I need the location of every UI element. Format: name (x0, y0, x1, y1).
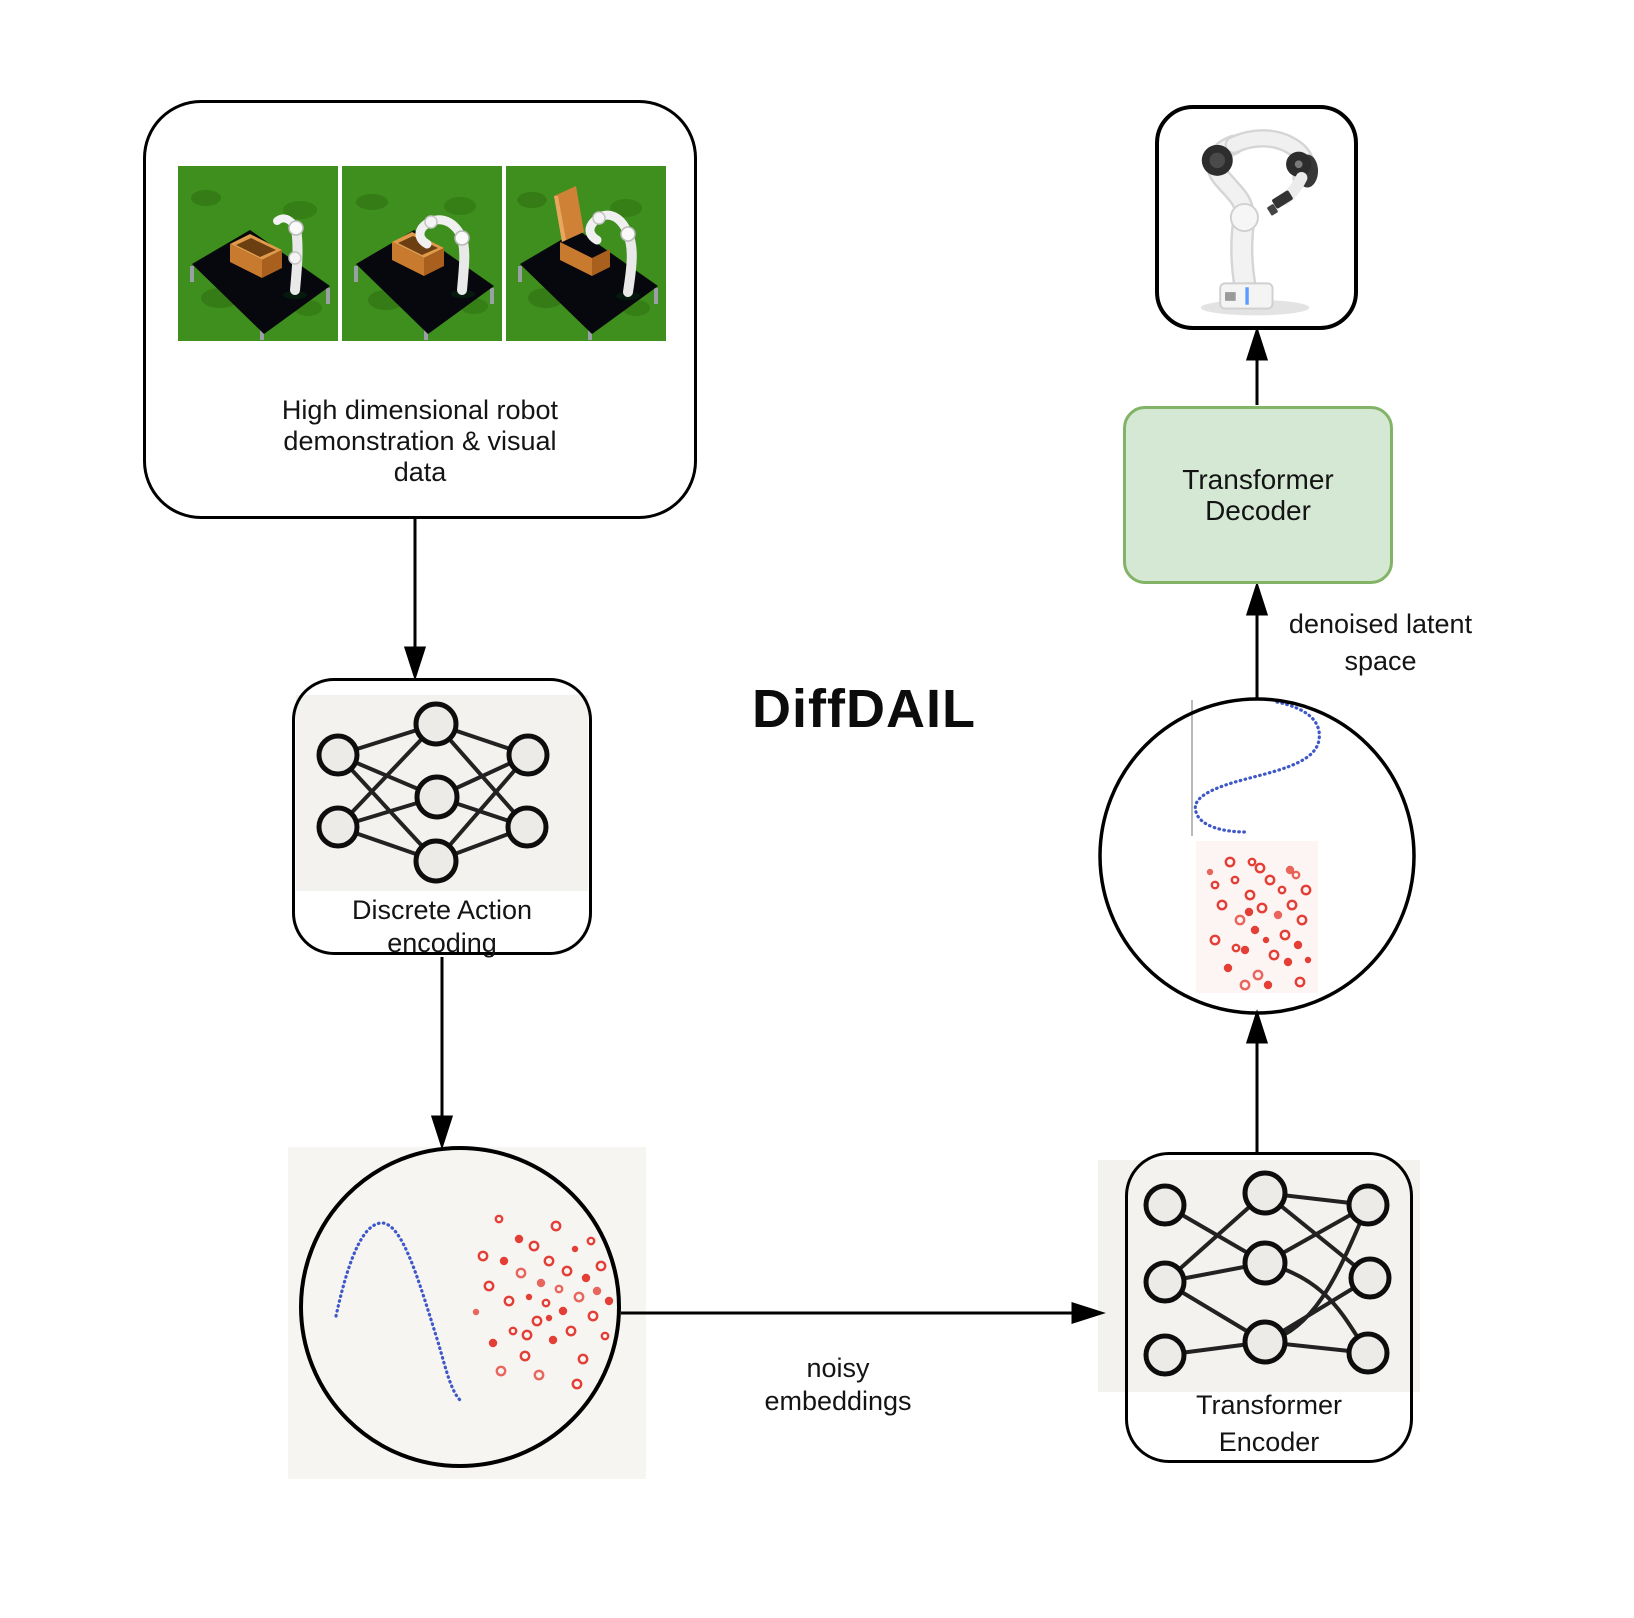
arrow-encoder-to-denoised-circle (1245, 1009, 1269, 1152)
demo-data-box: High dimensional robot demonstration & v… (143, 100, 697, 519)
denoised-label-line-2: space (1344, 646, 1417, 676)
discrete-action-encoding-box: Discrete Action encoding (292, 678, 592, 958)
demo-label-line-2: demonstration & visual (283, 426, 557, 456)
arrow-noisy-to-encoder (621, 1301, 1106, 1325)
arrow-encoding-to-noisy-circle (430, 957, 454, 1150)
signal-curve (334, 1221, 463, 1403)
transformer-encoder-box: Transformer Encoder (1125, 1152, 1413, 1463)
flow-arrows (403, 326, 1269, 1325)
transformer-decoder-box: Transformer Decoder (1123, 406, 1393, 584)
denoised-scatter (1206, 856, 1312, 991)
encoding-nn-icon (316, 701, 550, 884)
encoder-label-line-2: Encoder (1218, 1427, 1320, 1457)
encoder-box-label: Transformer Encoder (1128, 1387, 1410, 1461)
encoder-nn-nodes (1143, 1170, 1392, 1377)
robot-output-box (1155, 105, 1358, 330)
demo-label-line-1: High dimensional robot (281, 395, 559, 425)
encoding-label-line-2: encoding (387, 928, 497, 958)
arrow-decoder-to-robot (1245, 326, 1269, 405)
diagram-title: DiffDAIL (752, 679, 976, 739)
arrow-demo-to-encoding (403, 519, 427, 681)
noisy-label-line-2: embeddings (764, 1386, 912, 1416)
denoised-latent-space-label: denoised latent space (1268, 606, 1493, 680)
denoised-label-line-1: denoised latent (1288, 609, 1473, 639)
encoder-nn-icon (1143, 1170, 1392, 1377)
noisy-label-line-1: noisy (806, 1353, 870, 1383)
robot-demo-frame-1 (178, 166, 338, 341)
encoding-nn-nodes (316, 701, 550, 884)
noisy-latent-circle (299, 1146, 621, 1468)
encoding-label-line-1: Discrete Action (351, 895, 533, 925)
robot-arm-icon (1200, 129, 1319, 316)
noise-plot-background (288, 1147, 646, 1479)
robot-demo-frames (178, 166, 666, 341)
decoder-box-label: Transformer Decoder (1182, 464, 1334, 526)
noisy-embeddings-label: noisy embeddings (728, 1352, 948, 1418)
demo-box-label: High dimensional robot demonstration & v… (146, 395, 694, 488)
noise-scatter (472, 1214, 614, 1390)
robot-demo-frame-2 (342, 166, 502, 341)
demo-label-line-3: data (393, 457, 447, 487)
denoised-latent-circle (1098, 697, 1416, 1015)
robot-demo-frame-3 (506, 166, 666, 341)
encoder-label-line-1: Transformer (1195, 1390, 1343, 1420)
arrow-denoised-to-decoder (1245, 581, 1269, 698)
encoding-box-label: Discrete Action encoding (295, 894, 589, 960)
s-curve (1193, 700, 1321, 834)
